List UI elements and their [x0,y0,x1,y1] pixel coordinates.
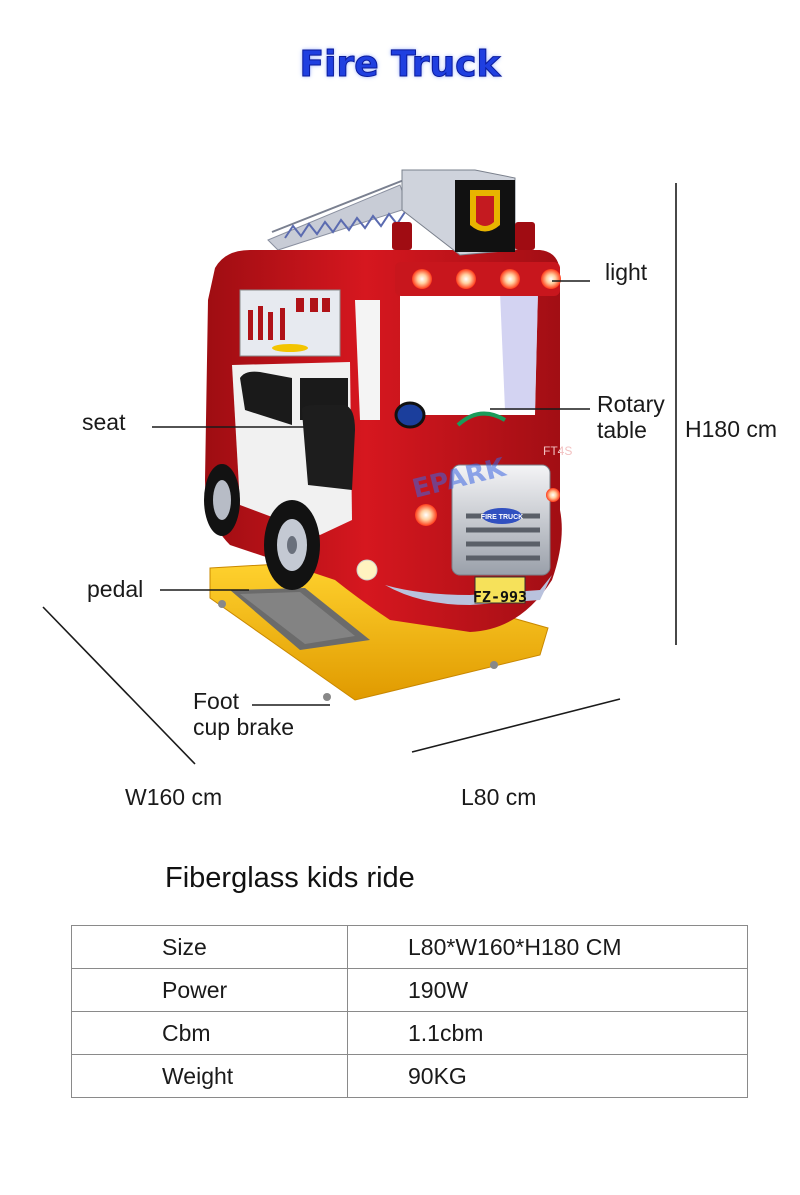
license-plate-text: FZ-993 [473,588,527,606]
spec-value: L80*W160*H180 CM [347,925,748,969]
page-title: Fire Truck [299,44,501,86]
spec-label: Weight [71,1054,348,1098]
grille-badge-text: FIRE TRUCK [481,514,523,521]
callout-rotary: Rotary [597,391,665,417]
dimension-height: H180 cm [685,416,778,442]
product-subtitle: Fiberglass kids ride [165,862,415,894]
spec-label: Size [71,925,348,969]
spec-label: Cbm [71,1011,348,1055]
callout-lines [42,183,677,765]
table-row: Cbm 1.1cbm [71,1011,748,1055]
table-row: Power 190W [71,968,748,1012]
truck-body [205,250,562,632]
dimension-width: W160 cm [125,784,223,810]
spec-table: Size L80*W160*H180 CM Power 190W Cbm 1.1… [71,925,748,1098]
spec-value: 90KG [347,1054,748,1098]
callout-light: light [605,259,648,285]
callout-foot: Foot [193,688,240,714]
table-row: Weight 90KG [71,1054,748,1098]
callout-table: table [597,417,647,443]
siren-box [392,169,535,256]
spec-label: Power [71,968,348,1012]
yellow-base-platform [209,561,549,701]
ladder [267,179,409,251]
callout-seat: seat [82,409,126,435]
model-text: FT4S [543,444,572,458]
spec-value: 1.1cbm [347,1011,748,1055]
dimension-length: L80 cm [461,784,537,810]
callout-cup-brake: cup brake [193,714,295,740]
light-icons [412,269,561,289]
table-row: Size L80*W160*H180 CM [71,925,748,969]
callout-pedal: pedal [87,576,144,602]
fire-truck-ride-image: EPARK FZ-993 FT4S FIRE TRUCK [42,169,677,765]
spec-value: 190W [347,968,748,1012]
wheels [204,464,320,590]
